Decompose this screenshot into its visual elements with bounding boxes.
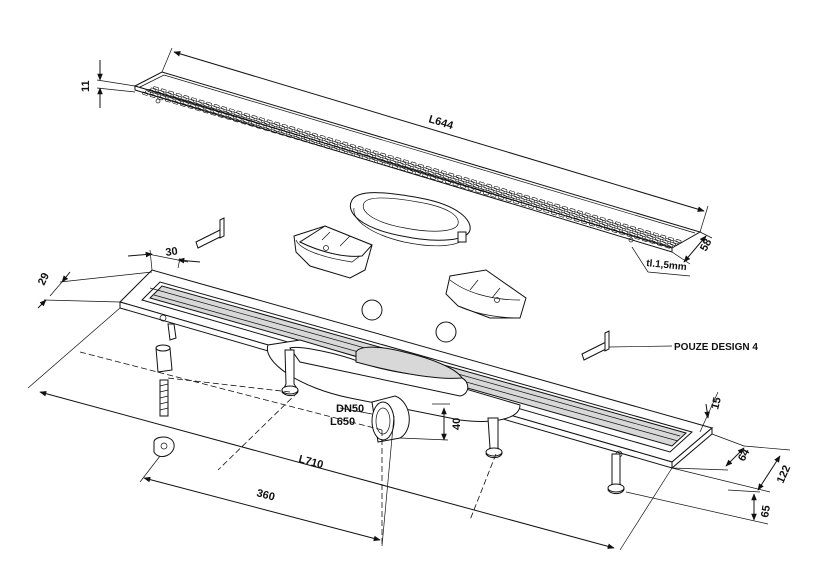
half-length-dim-line <box>143 476 381 542</box>
channel-height-label: 65 <box>759 504 773 518</box>
outlet-label: DN50 <box>336 403 364 415</box>
grate-slot <box>604 226 610 231</box>
depth-label: 15 <box>709 396 724 411</box>
grate-slot <box>558 213 565 218</box>
grate-slot <box>619 231 626 236</box>
grate-width-label: 58 <box>698 237 714 253</box>
grate-slot <box>641 237 648 242</box>
grate-slot <box>566 215 573 220</box>
total-width-dim-line <box>757 455 781 491</box>
grate-slot <box>588 222 595 227</box>
grate-slot <box>634 235 641 240</box>
side-width-label: 29 <box>36 271 52 287</box>
channel-width-dim-line <box>725 447 745 467</box>
grate-slot <box>142 91 149 96</box>
grate-slot <box>611 229 618 233</box>
end-width-label: 30 <box>165 245 179 259</box>
channel-width-label: 64 <box>736 446 753 463</box>
sealing-ball-right <box>435 321 457 343</box>
right-insert <box>445 269 527 319</box>
grate-slot <box>164 98 171 103</box>
grate-slot <box>657 242 663 247</box>
grate-slot <box>626 233 633 238</box>
clip-left <box>195 217 225 249</box>
grate-width-dim-line <box>683 235 707 263</box>
total-width-label: 122 <box>775 464 793 486</box>
grate-slot <box>649 240 656 245</box>
grate-slot <box>157 96 164 101</box>
grate-height-label: 11 <box>80 80 92 92</box>
half-length-label: 360 <box>255 487 276 503</box>
outlet-height-label: 40 <box>451 418 463 430</box>
grate-thickness-label: tl.1,5mm <box>646 258 688 273</box>
channel-length-label: L710 <box>297 453 324 471</box>
grate-slot <box>551 211 557 216</box>
grate-slot <box>664 244 671 249</box>
adjustable-foot-parts <box>153 344 175 457</box>
design-note-label: POUZE DESIGN 4 <box>674 342 758 353</box>
outlet-pipe <box>371 395 410 443</box>
sealing-ball-left <box>361 299 383 321</box>
grate-length-dim-line <box>173 51 705 212</box>
grate-slot <box>596 224 603 229</box>
left-insert <box>293 225 373 279</box>
channel-length-dim-line <box>39 390 615 550</box>
grate-slot <box>581 220 588 225</box>
grate-slot <box>149 93 156 98</box>
clip-design4 <box>581 330 610 361</box>
inner-length-label: L650 <box>330 416 355 428</box>
oval-cover <box>349 192 471 247</box>
grate-slot <box>573 217 580 222</box>
